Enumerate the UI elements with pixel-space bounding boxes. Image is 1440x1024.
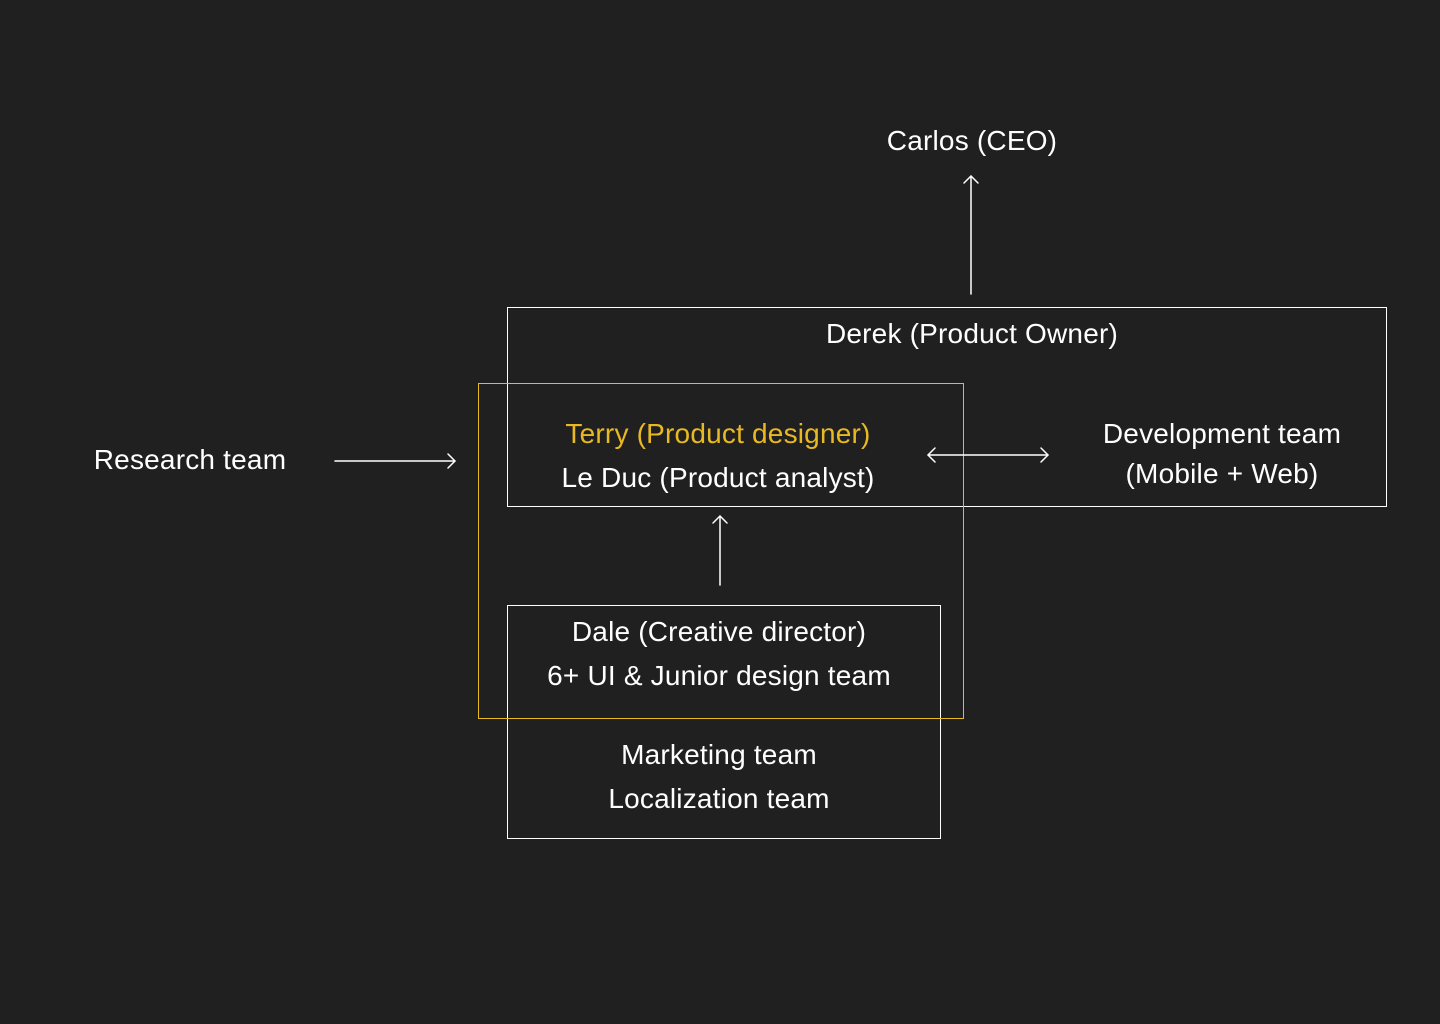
- design-team-label: 6+ UI & Junior design team: [547, 660, 891, 691]
- product-analyst-label: Le Duc (Product analyst): [561, 462, 875, 493]
- marketing-team-label: Marketing team: [621, 739, 817, 770]
- arrow-to-ceo-head: [963, 175, 979, 184]
- creative-director-label: Dale (Creative director): [571, 616, 867, 647]
- localization-team-label: Localization team: [608, 783, 830, 814]
- development-team-label: Development team: [1102, 418, 1342, 449]
- research-team-label: Research team: [93, 444, 287, 475]
- design-highlight-box: [478, 383, 964, 719]
- ceo-label: Carlos (CEO): [886, 125, 1058, 156]
- creative-marketing-group-box: [507, 605, 941, 839]
- product-designer-label: Terry (Product designer): [565, 418, 871, 449]
- product-owner-group-box: [507, 307, 1387, 507]
- arrow-from-research-head: [447, 453, 456, 469]
- development-team-sublabel: (Mobile + Web): [1125, 458, 1319, 489]
- product-owner-label: Derek (Product Owner): [825, 318, 1119, 349]
